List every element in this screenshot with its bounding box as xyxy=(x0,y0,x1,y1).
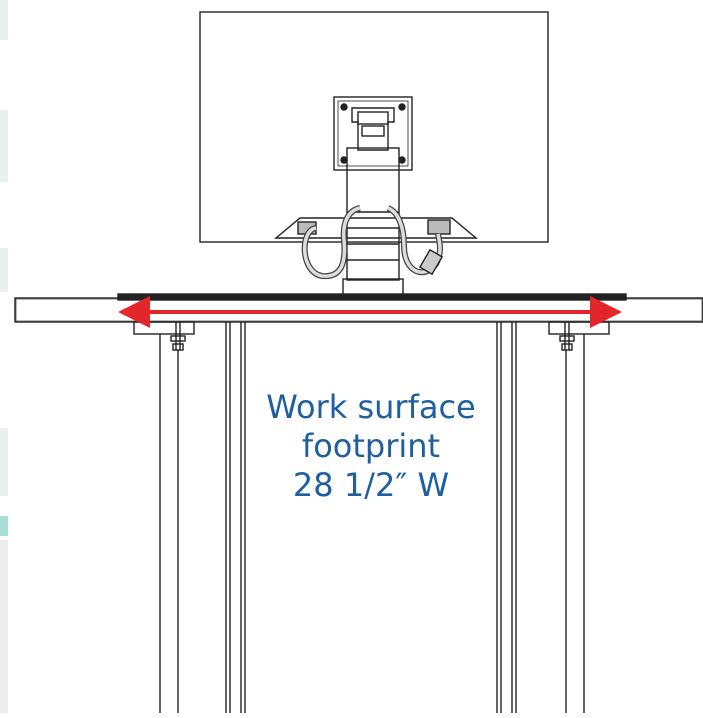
right-clamp-knob xyxy=(559,322,575,351)
caption-line-2: footprint xyxy=(301,427,441,465)
caption-line-1: Work surface xyxy=(266,388,476,426)
caption-line-3: 28 1/2″ W xyxy=(292,466,450,504)
left-panel-strip xyxy=(0,0,8,40)
monitor-back xyxy=(199,11,549,243)
right-bracket xyxy=(548,321,610,335)
left-clamp-knob xyxy=(170,322,186,351)
left-panel-strip xyxy=(0,540,8,713)
left-panel-strip xyxy=(0,516,8,536)
right-legs xyxy=(496,322,585,713)
work-surface-caption: Work surface footprint 28 1/2″ W xyxy=(238,388,504,505)
left-panel-strip xyxy=(0,110,8,182)
left-bracket xyxy=(133,321,195,335)
stand-base xyxy=(342,278,404,296)
left-legs xyxy=(159,322,246,713)
left-panel-strip xyxy=(0,428,8,496)
left-panel-strip xyxy=(0,248,8,292)
vesa-mount-plate xyxy=(333,96,413,171)
